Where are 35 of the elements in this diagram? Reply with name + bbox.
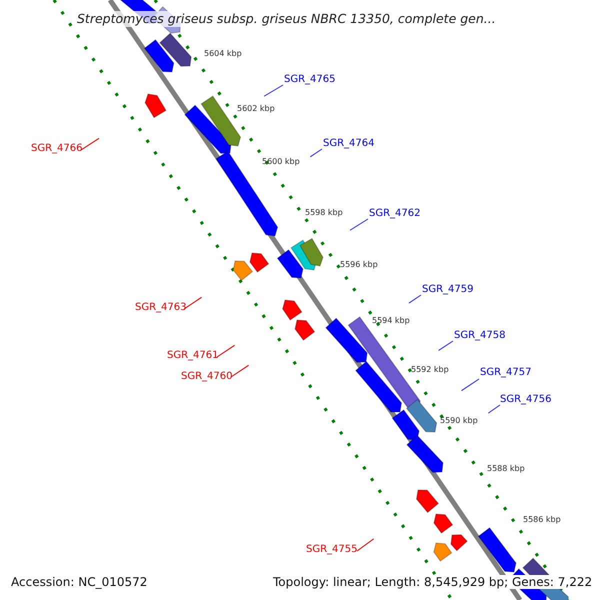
gene-label: SGR_4757 bbox=[480, 368, 532, 378]
gene-label: SGR_4765 bbox=[284, 75, 336, 85]
scale-label: 5586 kbp bbox=[523, 516, 561, 524]
leader-line bbox=[264, 84, 284, 97]
gene-label: SGR_4764 bbox=[323, 139, 374, 149]
leader-line bbox=[356, 538, 374, 552]
scale-label: 5590 kbp bbox=[440, 417, 478, 426]
gene-label: SGR_4762 bbox=[369, 209, 420, 219]
leader-line bbox=[460, 378, 480, 392]
gene-label: SGR_4755 bbox=[306, 545, 358, 555]
gene-label: SGR_4758 bbox=[454, 331, 506, 341]
scale-label: 5596 kbp bbox=[340, 261, 378, 270]
leader-line bbox=[488, 404, 500, 414]
scale-label: 5600 kbp bbox=[262, 158, 300, 166]
scale-label: 5604 kbp bbox=[204, 50, 242, 58]
leader-line bbox=[438, 340, 454, 351]
gene-label: SGR_4759 bbox=[422, 285, 474, 295]
gene-label: SGR_4760 bbox=[181, 372, 232, 382]
gene-label: SGR_4763 bbox=[135, 303, 186, 313]
scale-label: 5602 kbp bbox=[237, 105, 275, 114]
gene-label: SGR_4766 bbox=[31, 144, 82, 154]
leader-line bbox=[350, 218, 368, 231]
accession-text: Accession: NC_010572 bbox=[9, 574, 150, 589]
gene-label: SGR_4756 bbox=[500, 395, 552, 405]
leader-line bbox=[408, 294, 422, 304]
leader-line bbox=[310, 148, 322, 158]
leader-line bbox=[184, 296, 202, 310]
scale-label: 5592 kbp bbox=[411, 366, 449, 374]
scale-label: 5594 kbp bbox=[372, 317, 410, 326]
scale-label: 5598 kbp bbox=[305, 209, 343, 218]
gene-label: SGR_4761 bbox=[167, 351, 218, 361]
leader-line bbox=[230, 364, 250, 378]
leader-line bbox=[80, 138, 100, 150]
scale-label: 5588 kbp bbox=[487, 465, 525, 474]
leader-line bbox=[216, 344, 236, 358]
